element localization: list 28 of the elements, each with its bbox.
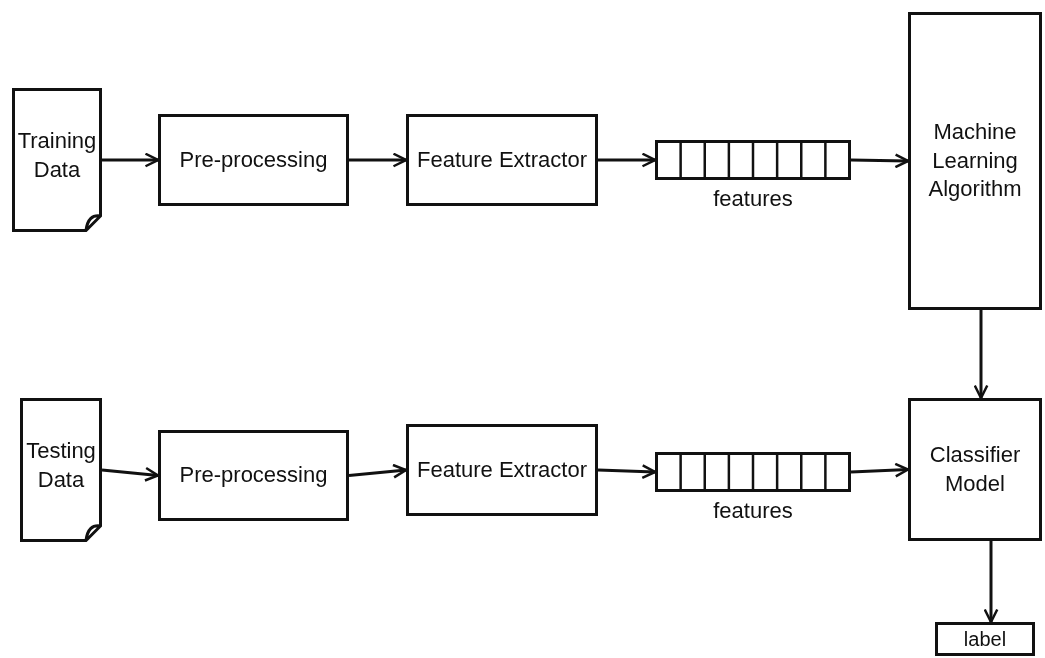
node-text: Classifier Model: [928, 440, 1022, 498]
arrow: [102, 152, 160, 168]
arrow: [348, 463, 408, 479]
caption-text: features: [712, 498, 794, 524]
arrow: [597, 464, 657, 480]
arrow: [349, 152, 408, 168]
node-text: Feature Extractor: [416, 455, 588, 484]
node-text: Pre-processing: [178, 461, 329, 490]
caption-text: features: [712, 186, 794, 212]
node-text: Pre-processing: [178, 145, 329, 174]
arrow: [983, 541, 999, 624]
process-box: [406, 424, 598, 516]
arrow: [850, 462, 910, 478]
node-text: Machine Learning Algorithm: [927, 118, 1023, 204]
arrow: [850, 153, 910, 169]
node-text: Testing Data: [25, 437, 97, 494]
node-text: Feature Extractor: [416, 145, 588, 174]
process-box: [908, 12, 1042, 310]
process-box: [158, 114, 349, 206]
process-box: [406, 114, 598, 206]
arrow: [101, 466, 160, 482]
arrow: [598, 152, 657, 168]
arrow: [973, 310, 989, 400]
node-text: Training Data: [16, 127, 98, 184]
process-box: [908, 398, 1042, 541]
process-box: [935, 622, 1035, 656]
node-text: label: [962, 627, 1008, 652]
process-box: [158, 430, 349, 521]
